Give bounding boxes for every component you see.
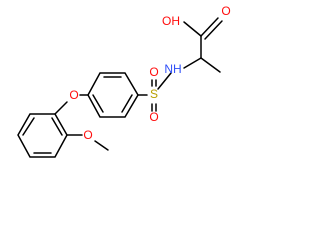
- lower-ring-double-3: [51, 117, 63, 136]
- lower-ring-outline: [17, 113, 68, 158]
- central-benzene-ring: [87, 72, 139, 118]
- bond-alpha-nh: [183, 57, 202, 69]
- molecule-drawing: OH O NH S O O O O: [17, 4, 231, 158]
- hydroxyl-label: OH: [162, 14, 180, 28]
- bond-alpha-methyl: [200, 57, 221, 73]
- bond-c-o-a: [200, 17, 219, 37]
- methoxy-group: [66, 134, 109, 151]
- methoxyphenyl-ring: [17, 113, 68, 158]
- atom-labels: OH O NH S O O O O: [69, 4, 230, 142]
- central-ring-double-3: [121, 94, 133, 113]
- sulfur-label: S: [150, 87, 158, 101]
- amine-label: NH: [164, 62, 181, 76]
- bond-nh-s: [157, 72, 172, 90]
- bond-c-oh: [183, 21, 202, 37]
- bond-c-o-b: [204, 20, 223, 40]
- methoxy-oxygen-label: O: [83, 128, 92, 142]
- ether-linkage: [54, 94, 89, 115]
- sulfonyl-oxygen-bottom-label: O: [149, 110, 158, 124]
- structure-diagram: OH O NH S O O O O: [17, 4, 231, 158]
- bond-ether-o-ring: [54, 101, 68, 115]
- sulfonyl-oxygen-top-label: O: [149, 65, 158, 79]
- lower-ring-double-1: [22, 117, 35, 136]
- alanine-fragment: [183, 17, 223, 73]
- ether-oxygen-label: O: [69, 88, 78, 102]
- central-ring-outline: [87, 72, 139, 118]
- carbonyl-oxygen-label: O: [221, 4, 230, 18]
- central-ring-double-2: [92, 94, 104, 113]
- sulfonyl-group: [137, 72, 172, 112]
- bond-methoxy-methyl: [94, 140, 109, 151]
